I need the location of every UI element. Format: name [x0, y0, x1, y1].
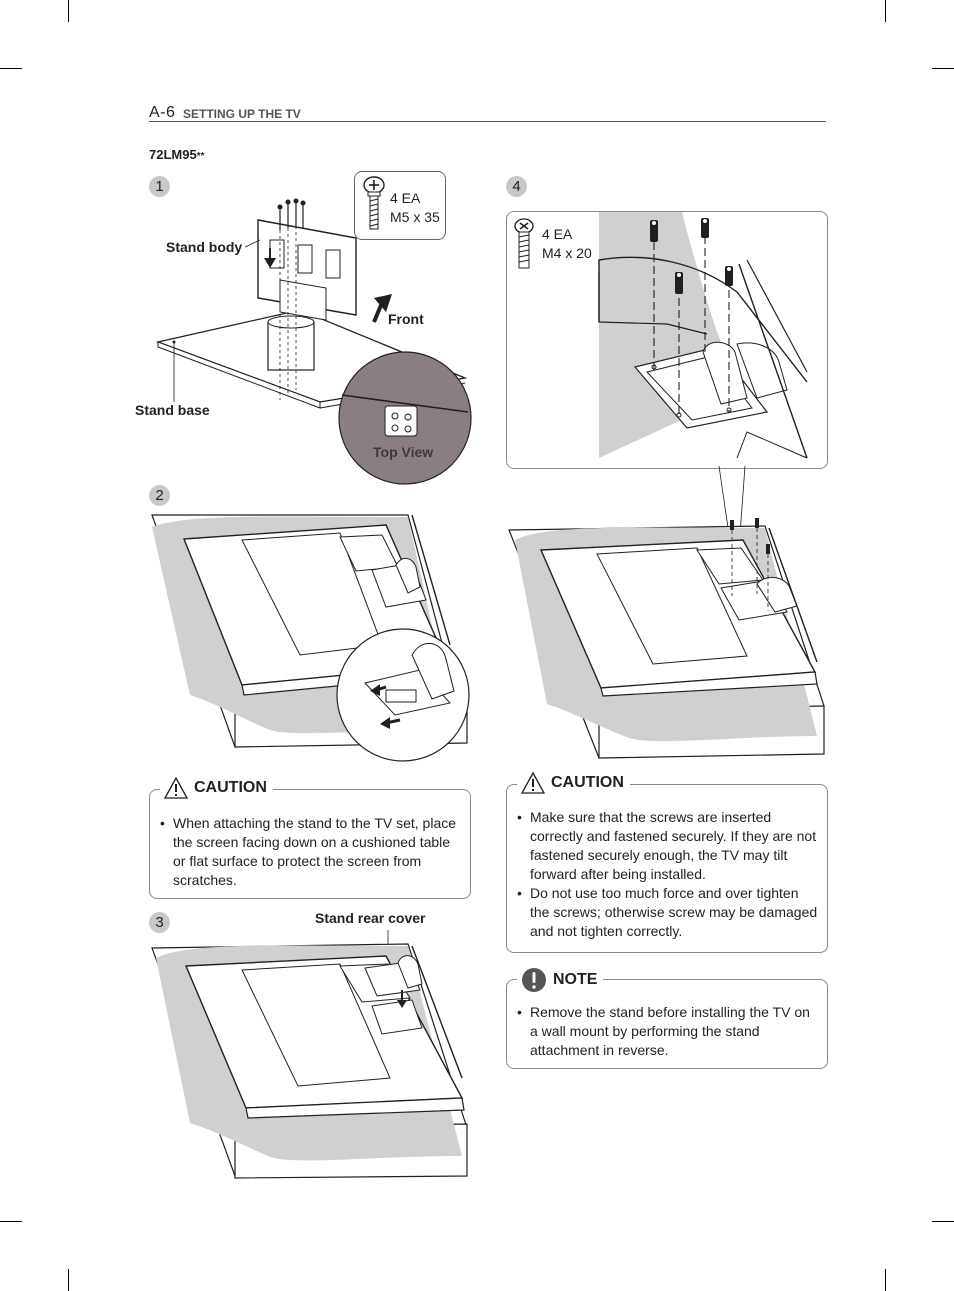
crop-mark [932, 1221, 954, 1222]
screw-icon [514, 218, 534, 269]
note-item: Remove the stand before installing the T… [509, 1003, 821, 1060]
screw-size: M4 x 20 [542, 245, 592, 261]
step-2-badge: 2 [149, 485, 170, 506]
step-4-detail-illustration [598, 212, 808, 459]
step-1-badge: 1 [149, 176, 170, 197]
model-number: 72LM95 [149, 147, 197, 162]
top-view-label: Top View [373, 444, 434, 460]
caution-item: When attaching the stand to the TV set, … [152, 814, 464, 890]
caution-box: CAUTION When attaching the stand to the … [149, 776, 471, 899]
front-label: Front [388, 311, 424, 327]
header-rule [149, 121, 826, 122]
page-number: A-6 [149, 104, 176, 121]
caution-list: When attaching the stand to the TV set, … [152, 814, 464, 890]
exclamation-circle-icon [522, 968, 546, 992]
note-box: NOTE Remove the stand before installing … [506, 967, 828, 1069]
model-name: 72LM95** [149, 147, 205, 162]
crop-mark [0, 68, 22, 69]
crop-mark [885, 1269, 886, 1291]
step-3-badge: 3 [149, 912, 170, 933]
section-title: SETTING UP THE TV [183, 107, 301, 121]
warning-triangle-icon [163, 776, 189, 799]
caution-item: Make sure that the screws are inserted c… [509, 808, 821, 884]
crop-mark [932, 68, 954, 69]
note-title: NOTE [553, 971, 598, 988]
step-1-illustration [155, 198, 472, 485]
step-2-illustration [151, 514, 470, 762]
caution-title: CAUTION [551, 774, 624, 791]
crop-mark [885, 0, 886, 22]
note-list: Remove the stand before installing the T… [509, 1003, 821, 1060]
stand-base-label: Stand base [135, 402, 210, 418]
step-4-illustration [508, 465, 825, 759]
caution-title-row: CAUTION [160, 776, 273, 799]
screw-icon [363, 176, 385, 230]
warning-triangle-icon [520, 771, 546, 794]
crop-mark [68, 1269, 69, 1291]
caution-title-row: CAUTION [517, 771, 630, 794]
caution-list: Make sure that the screws are inserted c… [509, 808, 821, 941]
caution-item: Do not use too much force and over tight… [509, 884, 821, 941]
note-title-row: NOTE [517, 967, 604, 993]
step-3-illustration [151, 930, 468, 1179]
screw-size: M5 x 35 [390, 209, 440, 225]
screw-quantity: 4 EA [390, 190, 421, 206]
caution-box: CAUTION Make sure that the screws are in… [506, 771, 828, 953]
caution-title: CAUTION [194, 779, 267, 796]
stand-body-label: Stand body [166, 239, 243, 255]
stand-rear-cover-label: Stand rear cover [315, 910, 426, 926]
step-4-badge: 4 [506, 176, 527, 197]
crop-mark [68, 0, 69, 22]
screw-quantity: 4 EA [542, 226, 573, 242]
crop-mark [0, 1221, 22, 1222]
model-suffix: ** [196, 151, 205, 162]
